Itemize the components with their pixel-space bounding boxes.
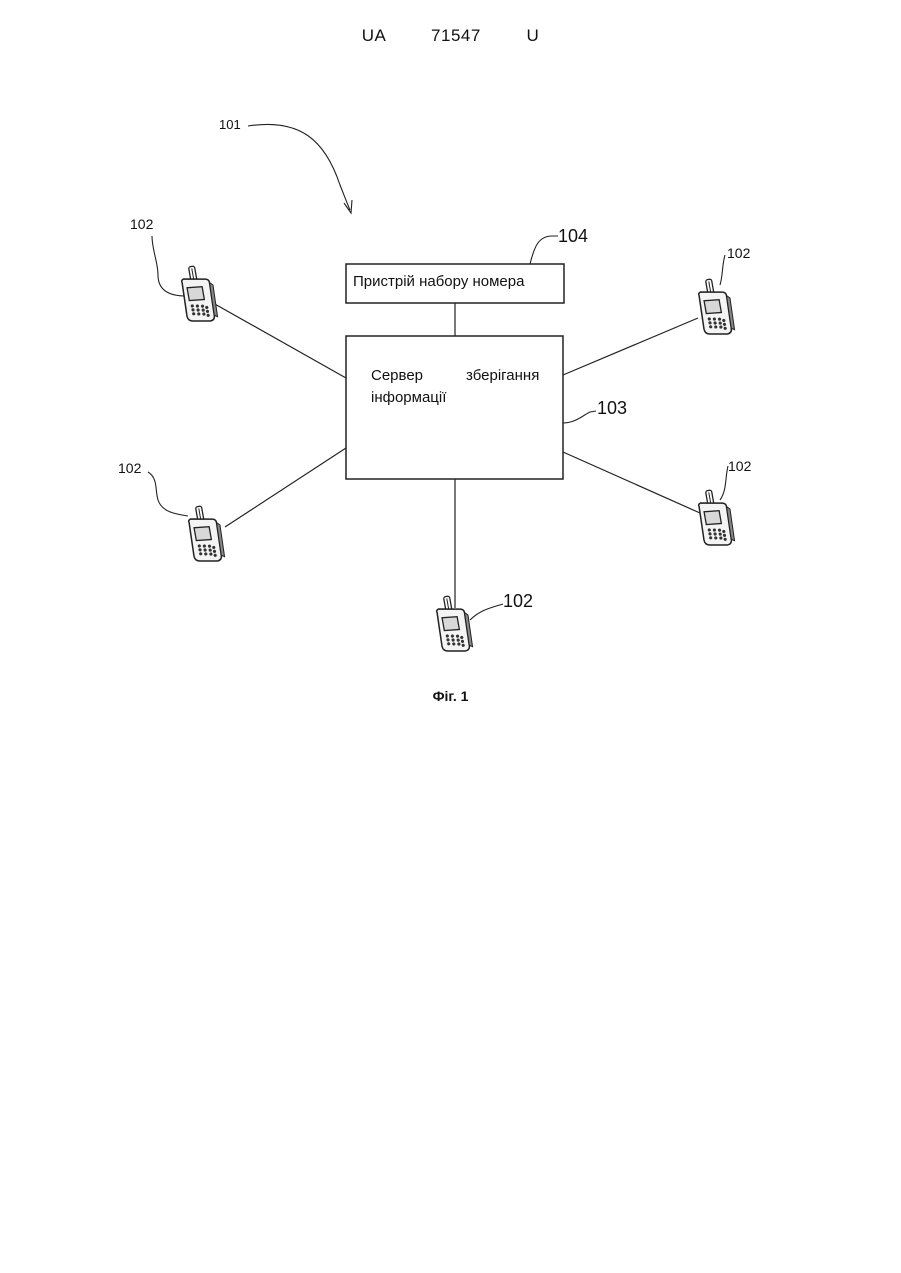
link-phone-bottom-right — [563, 452, 700, 513]
phone-icon — [179, 263, 219, 325]
ref-104-label: 104 — [558, 226, 588, 247]
leader-102-bottom-right — [720, 466, 728, 500]
leader-101 — [248, 124, 350, 210]
figure-caption: Фіг. 1 — [0, 688, 901, 704]
server-label-line2: інформації — [371, 389, 446, 406]
ref-102-label: 102 — [118, 460, 141, 476]
ref-103-label: 103 — [597, 398, 627, 419]
link-phone-top-left — [213, 303, 346, 378]
server-label-word1: Сервер — [371, 367, 423, 384]
link-phone-bottom-left — [225, 448, 346, 527]
ref-101-label: 101 — [219, 117, 241, 132]
phone-icon — [434, 593, 474, 655]
leader-102-top-right — [720, 255, 725, 285]
ref-102-label: 102 — [130, 216, 153, 232]
ref-102-label: 102 — [727, 245, 750, 261]
leader-104 — [530, 236, 558, 264]
phone-icon — [186, 503, 226, 565]
ref-102-label: 102 — [728, 458, 751, 474]
phone-icon — [696, 487, 736, 549]
leader-102-top-left — [152, 236, 186, 296]
server-label-word2: зберігання — [466, 367, 539, 384]
leader-103 — [563, 411, 596, 423]
link-phone-top-right — [563, 318, 698, 375]
phone-icon — [696, 276, 736, 338]
server-box — [346, 336, 563, 479]
ref-102-label: 102 — [503, 591, 533, 612]
dialer-label: Пристрій набору номера — [353, 273, 524, 290]
leader-102-bottom-left — [148, 472, 188, 516]
leader-102-bottom — [470, 604, 503, 620]
